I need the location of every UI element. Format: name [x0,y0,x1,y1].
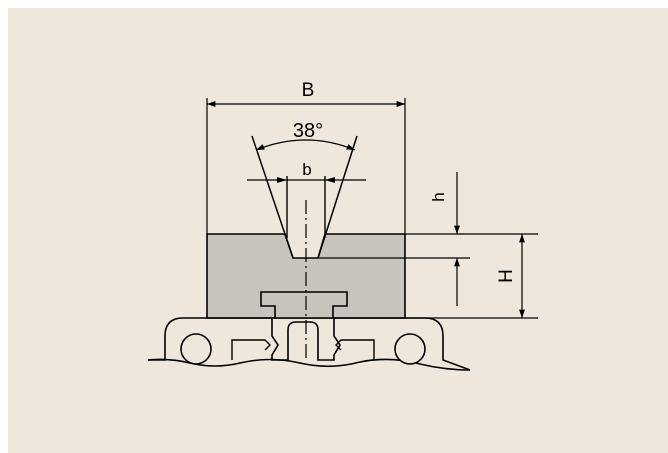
base-inner-slot-left [231,339,271,360]
v-block-drawing: B 38° b h H [8,8,668,453]
dim-b-arrow-right [325,177,335,183]
dim-b-arrow-left [277,177,287,183]
background-panel [8,8,668,453]
base-inner-slot-right [335,339,375,360]
groove-side-left [251,135,294,259]
dim-H-label: H [496,269,517,283]
dim-b-label: b [302,160,311,179]
dim-angle-arc [255,139,356,151]
dim-B-label: B [302,80,315,101]
dim-angle-label: 38° [293,120,323,142]
dim-h-label: h [429,192,448,201]
t-slot-key [260,291,348,319]
base-roller-left [180,333,212,365]
base-roller-right [394,333,426,365]
